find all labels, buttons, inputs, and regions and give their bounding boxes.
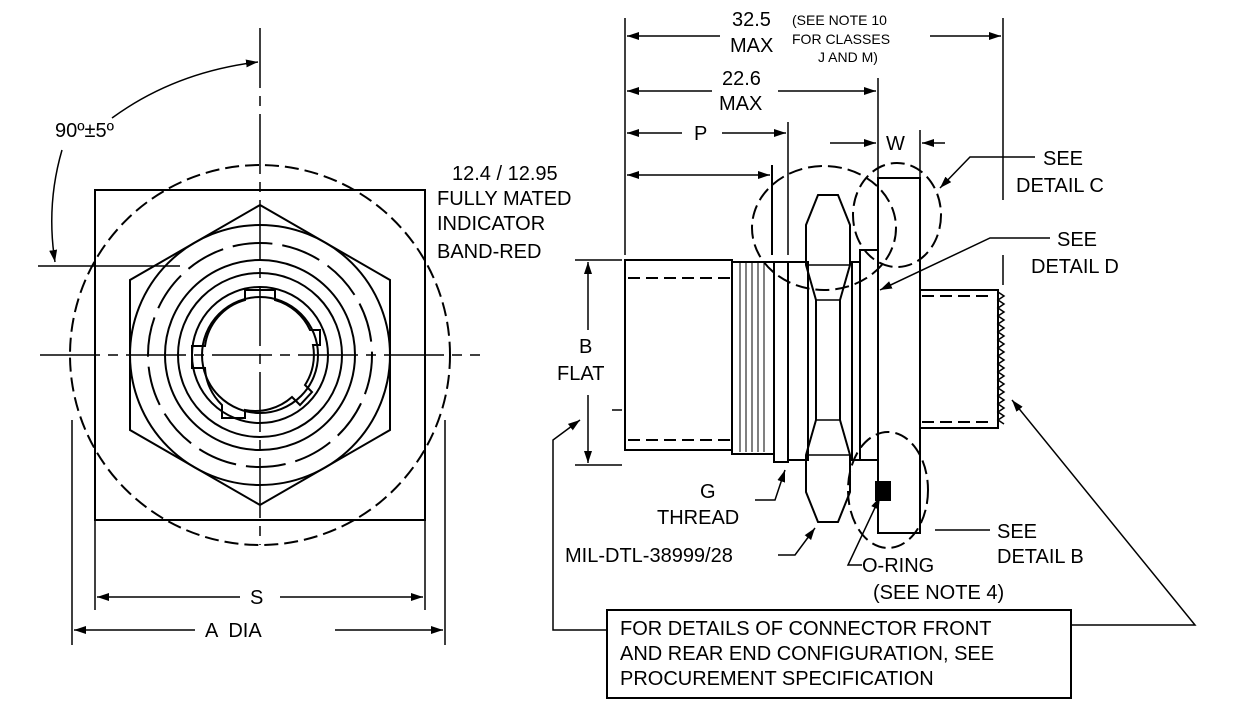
leader-mil (778, 527, 816, 556)
detail-b-circle (847, 431, 929, 549)
rear-thread-body (919, 289, 999, 429)
note10-line1: (SEE NOTE 10 (792, 12, 887, 28)
note-line-2: AND REAR END CONFIGURATION, SEE (620, 643, 995, 665)
angle-arc-lower (49, 149, 63, 263)
o-ring-seal (875, 481, 891, 501)
angle-label: 90º±5º (55, 120, 115, 142)
detail-b-line1: SEE (997, 521, 1037, 543)
side-view (552, 18, 1197, 631)
rear-thread-teeth (996, 291, 1006, 425)
s-label: S (250, 587, 263, 609)
oring-line2: (SEE NOTE 4) (873, 582, 1004, 604)
band-line4: BAND-RED (437, 241, 541, 263)
p-label: P (694, 123, 707, 145)
dim-226-value: 22.6 (722, 68, 761, 90)
flat-label: FLAT (557, 363, 604, 385)
detail-b-line2: DETAIL B (997, 546, 1084, 568)
leader-oring (846, 496, 881, 566)
band-line3: INDICATOR (437, 213, 545, 235)
front-view (38, 28, 480, 645)
b-label: B (579, 336, 592, 358)
labels: 90º±5º S A DIA 32.5 MAX (SEE NOTE 10 FOR… (55, 9, 1119, 642)
band-line1: 12.4 / 12.95 (452, 163, 558, 185)
jam-nut (805, 194, 851, 523)
detail-circle-large (751, 165, 897, 291)
coupling-thread (731, 261, 775, 455)
detail-d-line2: DETAIL D (1031, 256, 1119, 278)
leader-note-left (552, 419, 606, 631)
leader-note-right (1011, 399, 1197, 626)
square-flange (94, 189, 426, 521)
a-dia-label: A DIA (205, 620, 262, 642)
leader-detail-d (879, 237, 1050, 291)
lock-washer (851, 261, 861, 461)
detail-c-circle (852, 162, 942, 268)
ring-1 (129, 224, 391, 486)
front-shell (624, 259, 733, 451)
mil-label: MIL-DTL-38999/28 (565, 545, 733, 567)
angle-arc-upper (111, 59, 259, 119)
note10-line2: FOR CLASSES (792, 31, 890, 47)
detail-d-line1: SEE (1057, 229, 1097, 251)
g-label: G (700, 481, 716, 503)
note10-line3: J AND M) (818, 49, 878, 65)
rear-flange (877, 177, 921, 534)
dim-325-value: 32.5 (732, 9, 771, 31)
keyway-profile (191, 289, 321, 419)
ring-6 (201, 296, 319, 414)
hex-nut (129, 203, 391, 507)
leader-detail-c (939, 156, 1035, 189)
leader-thread (755, 469, 786, 501)
mounting-collar (773, 261, 789, 463)
body-section (787, 261, 809, 461)
dim-226-max: MAX (719, 93, 762, 115)
note-line-1: FOR DETAILS OF CONNECTOR FRONT (620, 618, 992, 640)
note-line-3: PROCUREMENT SPECIFICATION (620, 668, 934, 690)
band-line2: FULLY MATED (437, 188, 571, 210)
ring-3 (164, 259, 356, 451)
panel-plate (859, 249, 879, 461)
detail-c-line1: SEE (1043, 148, 1083, 170)
ring-4 (177, 272, 343, 438)
oring-line1: O-RING (862, 555, 934, 577)
thread-label: THREAD (657, 507, 739, 529)
dim-325-max: MAX (730, 35, 773, 57)
outer-flange-circle (69, 164, 451, 546)
w-label: W (886, 133, 905, 155)
ring-2 (147, 242, 373, 468)
procurement-note-box: FOR DETAILS OF CONNECTOR FRONT AND REAR … (606, 609, 1072, 699)
detail-c-line2: DETAIL C (1016, 175, 1104, 197)
